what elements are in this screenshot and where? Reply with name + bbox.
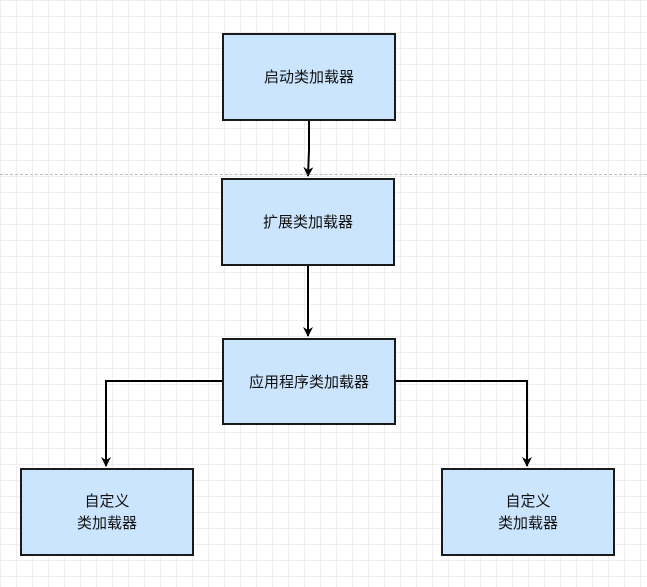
- custom-classloader-right-node[interactable]: 自定义 类加载器: [441, 468, 615, 556]
- extension-classloader-label: 扩展类加载器: [262, 213, 353, 231]
- edge-bootstrap-to-extension: [303, 121, 314, 177]
- edge-application-to-custom-right: [395, 380, 532, 467]
- custom-classloader-left-label: 自定义 类加载器: [76, 492, 137, 532]
- bootstrap-classloader-node[interactable]: 启动类加载器: [222, 33, 396, 121]
- custom-classloader-left-node[interactable]: 自定义 类加载器: [20, 468, 194, 556]
- bootstrap-classloader-label: 启动类加载器: [263, 68, 354, 86]
- application-classloader-node[interactable]: 应用程序类加载器: [222, 338, 396, 425]
- edge-application-to-custom-left: [101, 380, 222, 467]
- extension-classloader-node[interactable]: 扩展类加载器: [221, 178, 395, 266]
- page-break-line: [0, 174, 647, 175]
- custom-classloader-right-label: 自定义 类加载器: [497, 492, 558, 532]
- application-classloader-label: 应用程序类加载器: [248, 372, 369, 391]
